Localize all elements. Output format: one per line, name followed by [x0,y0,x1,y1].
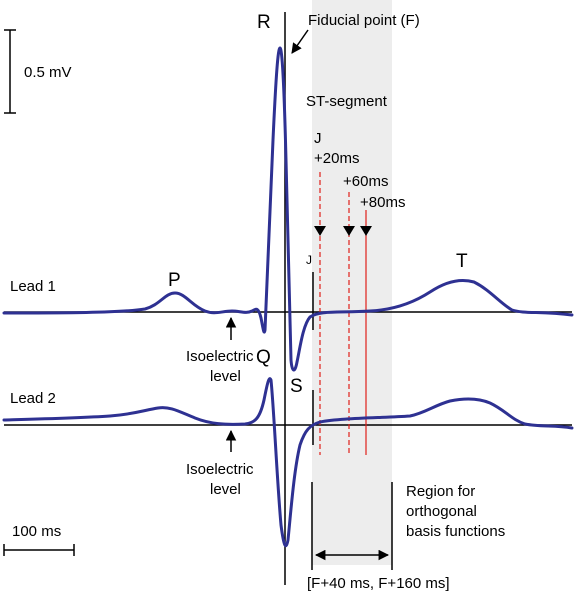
st-region-shading [312,0,392,565]
isoelectric-label-1-line-2: level [210,368,241,385]
lead-1-trace [2,46,574,372]
amplitude-scale-label: 0.5 mV [24,64,72,81]
time-scale-bar [3,544,75,556]
triangle-plus-80ms [360,226,372,236]
wave-r-label: R [257,12,271,33]
plus-80ms-label: +80ms [360,194,405,211]
isoelectric-label-2-line-2: level [210,481,241,498]
st-segment-label: ST-segment [306,93,388,110]
wave-p-label: P [168,270,181,291]
plus-20ms-label: +20ms [314,150,359,167]
lead-2-trace [2,377,574,548]
fiducial-arrow [291,29,309,54]
triangle-plus-60ms [343,226,355,236]
triangle-plus-20ms [314,226,326,236]
fiducial-point-label: Fiducial point (F) [308,12,420,29]
wave-q-label: Q [256,347,271,368]
isoelectric-label-1-line-1: Isoelectric [186,348,254,365]
amplitude-scale-bar [4,29,16,114]
region-label-line-1: Region for [406,483,475,500]
plus-60ms-label: +60ms [343,173,388,190]
region-range-label: [F+40 ms, F+160 ms] [307,575,450,592]
lead-1-label: Lead 1 [10,278,56,295]
region-label-line-2: orthogonal [406,503,477,520]
region-bracket [311,482,393,570]
wave-s-label: S [290,376,303,397]
region-label-line-3: basis functions [406,523,505,540]
j-point-label: J [314,130,322,147]
j-point-small-label: J [306,253,312,267]
time-scale-label: 100 ms [12,523,61,540]
isoelectric-label-2-line-1: Isoelectric [186,461,254,478]
wave-t-label: T [456,251,468,272]
lead-2-label: Lead 2 [10,390,56,407]
